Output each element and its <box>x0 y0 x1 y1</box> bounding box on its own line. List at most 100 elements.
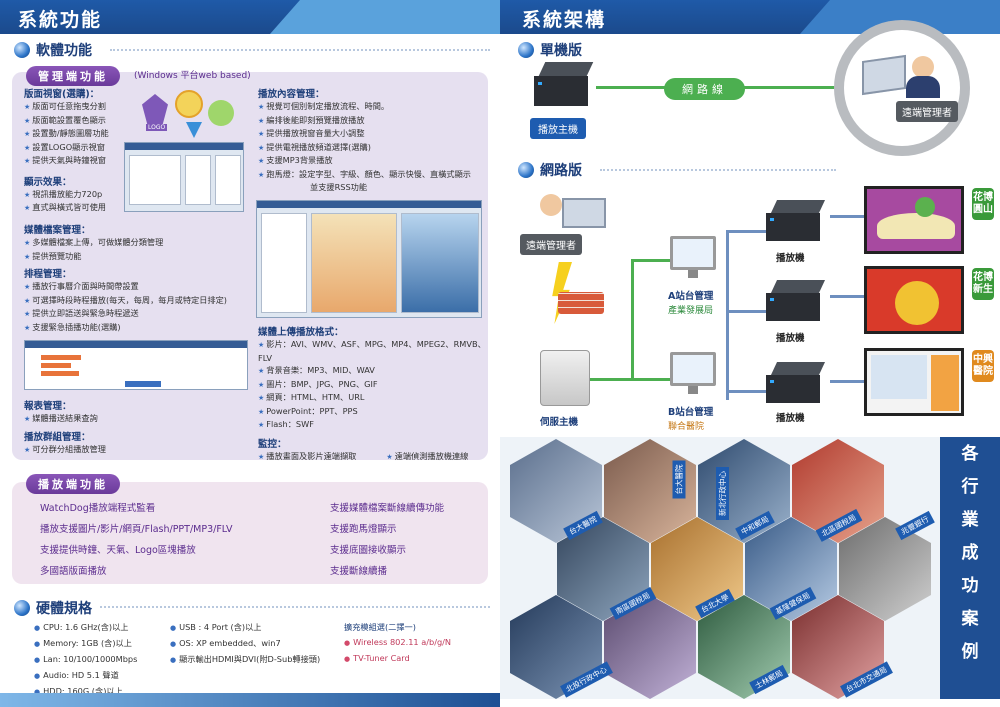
hardware-col2: USB : 4 Port (含)以上 OS: XP embedded、win7 … <box>170 620 340 668</box>
list-item: 提供天氣與時鐘視窗 <box>24 154 142 168</box>
player-pill: 播放端功能 <box>26 474 120 494</box>
display-screen-3 <box>864 348 964 416</box>
lan-line <box>830 215 870 218</box>
list-item: 可分群分組播放管理 <box>24 443 244 457</box>
player-col1: WatchDog播放端程式監看 播放支援圖片/影片/網頁/Flash/PPT/M… <box>40 498 300 582</box>
person-icon <box>540 194 562 216</box>
person-body-icon <box>906 76 940 98</box>
list-item: 版面範設置覆色顯示 <box>24 114 142 128</box>
divider <box>600 169 836 171</box>
site-a-label: A站台管理 <box>668 291 714 302</box>
group-title: 播放群組管理： <box>24 431 91 443</box>
list-item: 支援底圖接收顯示 <box>330 545 407 556</box>
right-banner-title: 系統架構 <box>522 9 607 31</box>
network-line <box>631 259 634 381</box>
media-title: 媒體檔案管理： <box>24 225 91 236</box>
lan-line <box>726 230 766 233</box>
monitor-title: 監控： <box>258 438 287 450</box>
list-item: 版面可任意拖曳分割 <box>24 100 142 114</box>
site-a-org: 產業發展局 <box>668 306 714 316</box>
server-icon <box>540 350 590 406</box>
lan-line <box>726 310 766 313</box>
hardware-heading: 硬體規格 <box>14 598 92 618</box>
media-section: 媒體檔案管理： 多媒體檔案上傳，可做媒體分類管理 提供預覽功能 排程管理： 播放… <box>24 222 254 334</box>
server-label: 伺服主機 <box>540 417 579 428</box>
management-pill: 管理端功能 <box>26 66 120 86</box>
list-item: 視覺可個別制定播放流程、時間。 <box>258 100 486 114</box>
list-item: 遠端偵測播放機連線 <box>386 450 469 464</box>
list-item: USB : 4 Port (含)以上 <box>170 620 340 636</box>
success-cases-label: 各 行 業 成 功 案 例 <box>940 437 1000 699</box>
clock-icon <box>175 90 203 118</box>
list-item: 背景音樂：MP3、MID、WAV <box>258 364 488 378</box>
divider <box>110 49 490 51</box>
upload-section: 媒體上傳播放格式： 影片：AVI、WMV、ASF、MPG、MP4、MPEG2、R… <box>258 324 488 463</box>
list-item: 提供電視播放頻道選擇(選購) <box>258 141 486 155</box>
layout-title: 版面視窗(選購)： <box>24 89 100 100</box>
display-title: 顯示效果： <box>24 176 72 188</box>
player-box-icon <box>766 280 826 324</box>
side-label-1: 花博圓山 <box>972 188 994 220</box>
player-box-icon <box>766 362 826 406</box>
globe-icon <box>14 42 30 58</box>
weather-icon <box>208 100 234 126</box>
display-screen-2 <box>864 266 964 334</box>
success-char: 案 <box>961 609 979 629</box>
list-item: 媒體播送結果查詢 <box>24 412 244 426</box>
list-item: 播放畫面及影片遠端擷取 <box>258 450 356 464</box>
list-item: 可選擇時段時程播放(每天，每周，每月或特定日排定) <box>24 294 254 308</box>
content-title: 播放內容管理： <box>258 89 325 100</box>
success-char: 成 <box>961 543 979 563</box>
upload-list: 影片：AVI、WMV、ASF、MPG、MP4、MPEG2、RMVB、FLV 背景… <box>258 338 488 432</box>
software-title: 軟體功能 <box>36 43 92 59</box>
list-item: 支援斷線續播 <box>330 566 388 577</box>
site-b-label: B站台管理 <box>668 407 714 418</box>
player-box-icon <box>534 62 594 110</box>
remote-admin-label-2: 遠端管理者 <box>520 234 582 255</box>
player-panel <box>12 482 488 584</box>
remote-admin-label: 遠端管理者 <box>896 101 958 122</box>
site-b-org: 聯合醫院 <box>668 422 705 432</box>
success-char: 功 <box>961 576 979 596</box>
side-label-3: 中興醫院 <box>972 350 994 382</box>
bottom-strip <box>0 693 500 707</box>
list-item: 播放行事曆介面與時間帶設置 <box>24 280 254 294</box>
list-item: 網頁：HTML、HTM、URL <box>258 391 488 405</box>
platform-note: (Windows 平台web based) <box>134 71 251 81</box>
logo-label: LOGO <box>146 124 168 131</box>
laptop-icon <box>862 54 906 96</box>
network-line <box>631 378 683 381</box>
content-list: 視覺可個別制定播放流程、時間。 編排後能即刻預覽播放播放 提供播放視窗音量大小調… <box>258 100 486 194</box>
person-icon <box>912 56 934 78</box>
list-item: 設置動/靜態圖層功能 <box>24 127 142 141</box>
list-item: Audio: HD 5.1 聲道 <box>34 668 174 684</box>
list-item: Flash：SWF <box>258 418 488 432</box>
expansion-title: 擴充模組選(二擇一) <box>344 622 416 632</box>
list-item: 支援MP3背景播放 <box>258 154 486 168</box>
media-screenshot <box>256 200 482 318</box>
lan-line <box>830 380 870 383</box>
layout-list: 版面可任意拖曳分割 版面範設置覆色顯示 設置動/靜態圖層功能 設置LOGO顯示視… <box>24 100 142 168</box>
case-label: 台大醫院 <box>672 460 686 499</box>
network-title: 網路版 <box>540 163 582 179</box>
lan-line <box>726 230 729 400</box>
list-item: HDD: 160G (含)以上 <box>34 684 174 700</box>
globe-icon <box>518 42 534 58</box>
firewall-icon <box>558 292 604 314</box>
list-item: 視訊播放能力720p <box>24 188 142 202</box>
list-item: 多媒體檔案上傳，可做媒體分類管理 <box>24 236 254 250</box>
success-char: 業 <box>961 510 979 530</box>
list-item: 並支援RSS功能 <box>310 182 368 192</box>
side-label-2: 花博新生 <box>972 268 994 300</box>
network-label: 網路線 <box>664 78 745 100</box>
left-banner-title: 系統功能 <box>18 9 103 31</box>
list-item: TV-Tuner Card <box>344 651 494 667</box>
list-item: OS: XP embedded、win7 <box>170 636 340 652</box>
laptop-icon <box>562 198 606 228</box>
player-col2: 支援媒體檔案斷線續傳功能 支援跑馬燈顯示 支援底圖接收顯示 支援斷線續播 <box>330 498 480 582</box>
list-item: Lan: 10/100/1000Mbps <box>34 652 174 668</box>
list-item: WatchDog播放端程式監看 <box>40 503 156 514</box>
network-heading: 網路版 <box>518 160 582 180</box>
list-item: Wireless 802.11 a/b/g/N <box>344 635 494 651</box>
case-label: 新北行政中心 <box>716 467 729 520</box>
